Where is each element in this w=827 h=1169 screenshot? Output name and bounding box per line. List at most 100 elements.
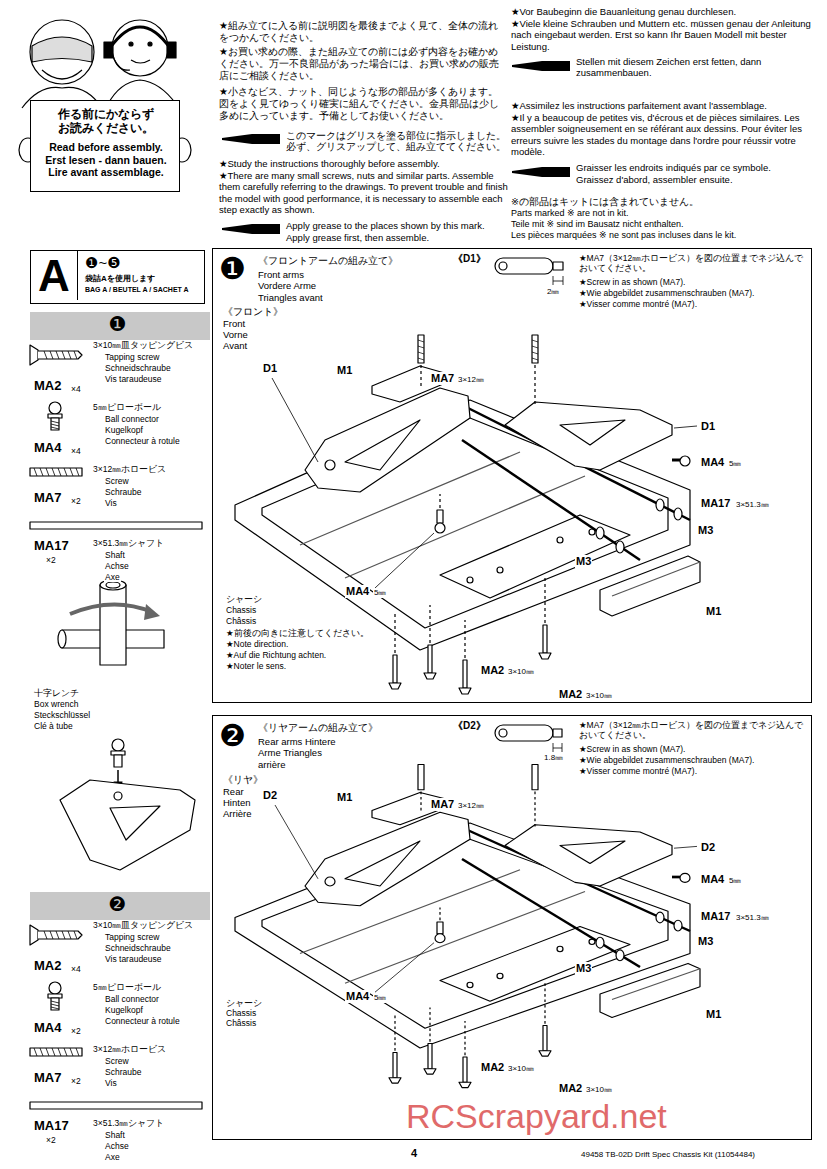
- part-code: MA2: [480, 664, 505, 677]
- assembly-illustration: [420, 792, 421, 813]
- part-label: 3×10㎜: [585, 1085, 613, 1095]
- part-label: Shaft: [104, 1130, 126, 1140]
- part-code: MA4: [33, 440, 62, 456]
- box-wrench: [58, 630, 66, 648]
- notice-sign: 作る前にかならず お読みください。Read before assembly. E…: [30, 100, 180, 192]
- assembly-illustration: [505, 825, 672, 886]
- node-text: Front arms Vordere Arme Triangles avant: [258, 269, 338, 303]
- part-label: ★Visser comme montré (MA7).: [578, 766, 698, 776]
- part-code: MA4: [345, 990, 370, 1003]
- assembly-illustration: [439, 908, 440, 921]
- part-label: Tapping screw: [104, 352, 160, 362]
- part-label: ★Visser comme montré (MA7).: [578, 299, 698, 309]
- parts-icons: [49, 982, 61, 994]
- arm-detail: [114, 792, 122, 800]
- assembly-illustration: [272, 378, 318, 462]
- parts-icons: [30, 925, 38, 945]
- node-text: ❶: [219, 251, 246, 287]
- node-text: Rear arms Hintere Arme Triangles arrière: [258, 736, 338, 770]
- assembly-illustration: [375, 533, 434, 588]
- part-label: 3×10㎜: [585, 691, 613, 701]
- assembly-illustration: [345, 841, 420, 886]
- part-label: ×2: [45, 555, 57, 565]
- assembly-illustration: [674, 508, 682, 520]
- part-code: MA4: [700, 873, 725, 886]
- part-code: MA2: [558, 1082, 583, 1095]
- part-code: M3: [697, 524, 714, 537]
- assembly-illustration: [418, 335, 424, 363]
- parts-icons: [30, 345, 202, 529]
- part-label: シャーシ: [225, 998, 263, 1008]
- assembly-illustration: [428, 645, 432, 673]
- mascot-figures: [113, 56, 130, 70]
- part-label: ×2: [45, 1135, 57, 1145]
- part-label: 5㎜: [373, 588, 387, 598]
- assembly-illustration: [656, 912, 664, 923]
- part-label: Achse: [104, 1141, 130, 1151]
- part-label: 3×51.3㎜シャフト: [92, 538, 165, 548]
- part-code: MA17: [700, 910, 731, 923]
- arm-inset: [495, 725, 553, 741]
- part-code: MA17: [33, 1118, 70, 1134]
- instruction-text: Apply grease first, then assemble.: [285, 232, 507, 243]
- arm-inset: [553, 743, 562, 752]
- part-code: D1: [700, 420, 716, 433]
- parts-icons: [51, 1001, 59, 1009]
- assembly-illustration: [596, 527, 604, 539]
- assembly-illustration: [656, 499, 664, 511]
- arm-detail: [112, 739, 124, 751]
- parts-icons: [44, 351, 77, 359]
- part-label: ★Screw in as shown (MA7).: [578, 277, 686, 287]
- parts-icons: [30, 1048, 82, 1056]
- step-panel: ❷《リヤアームの組み立て》Rear arms Hintere Arme Tria…: [212, 715, 812, 1140]
- assembly-illustration: [439, 494, 440, 508]
- part-label: Kugelkopf: [104, 1005, 144, 1015]
- assembly-illustration: [505, 402, 672, 470]
- parts-icons: [38, 351, 82, 359]
- part-code: D2: [700, 841, 716, 854]
- part-code: MA7: [33, 490, 62, 506]
- part-code: MA4: [700, 456, 725, 469]
- assembly-illustration: [497, 567, 503, 573]
- assembly-illustration: [389, 683, 401, 689]
- part-label: 《リヤ》: [222, 774, 264, 785]
- arm-inset: [553, 276, 563, 285]
- arm-inset: [495, 258, 553, 274]
- assembly-illustration: [612, 562, 700, 596]
- part-label: ★Noter le sens.: [225, 661, 287, 671]
- instruction-text: Graisser les endroits indiqués par ce sy…: [575, 162, 812, 173]
- part-label: 《フロント》: [222, 306, 284, 317]
- assembly-illustration: [235, 335, 700, 694]
- arm-inset: [499, 729, 507, 737]
- assembly-illustration: [612, 969, 700, 1000]
- part-label: 3×12㎜ホロービス: [92, 1044, 167, 1054]
- box-wrench: [58, 580, 164, 665]
- instruction-text: ★お買い求めの際、また組み立ての前には必ず内容をお確かめください。万一不良部品が…: [218, 46, 500, 82]
- part-label: Screw: [104, 476, 130, 486]
- node-text: 袋詰Aを使用します: [85, 274, 155, 284]
- part-label: 3×10㎜: [507, 1064, 535, 1074]
- part-label: 5㎜: [728, 459, 742, 469]
- part-label: Schraube: [104, 1067, 142, 1077]
- arm-detail: [60, 739, 195, 870]
- part-label: Hinten: [222, 797, 251, 808]
- assembly-illustration: [532, 340, 538, 360]
- part-code: M3: [697, 935, 714, 948]
- assembly-illustration: [560, 841, 625, 864]
- assembly-illustration: [459, 1082, 471, 1087]
- part-label: Shaft: [104, 550, 126, 560]
- parts-icons: [51, 998, 59, 1010]
- parts-icons: [30, 522, 202, 529]
- instruction-text: ★Vor Baubeginn die Bauanleitung genau du…: [510, 6, 812, 17]
- part-label: 十字レンチ: [33, 688, 80, 698]
- part-label: 3×12㎜: [457, 801, 485, 811]
- arm-inset: [495, 258, 563, 285]
- part-label: 5㎜ピローボール: [92, 982, 162, 992]
- part-label: 3×10㎜皿タッピングビス: [92, 920, 194, 930]
- node-text: ❶: [30, 312, 205, 336]
- assembly-illustration: [424, 673, 436, 679]
- node-text: A: [31, 251, 78, 300]
- part-code: MA7: [430, 372, 455, 385]
- part-label: Chassis: [225, 1008, 257, 1018]
- part-label: ★Wie abgebildet zusammenschrauben (MA7).: [578, 755, 755, 765]
